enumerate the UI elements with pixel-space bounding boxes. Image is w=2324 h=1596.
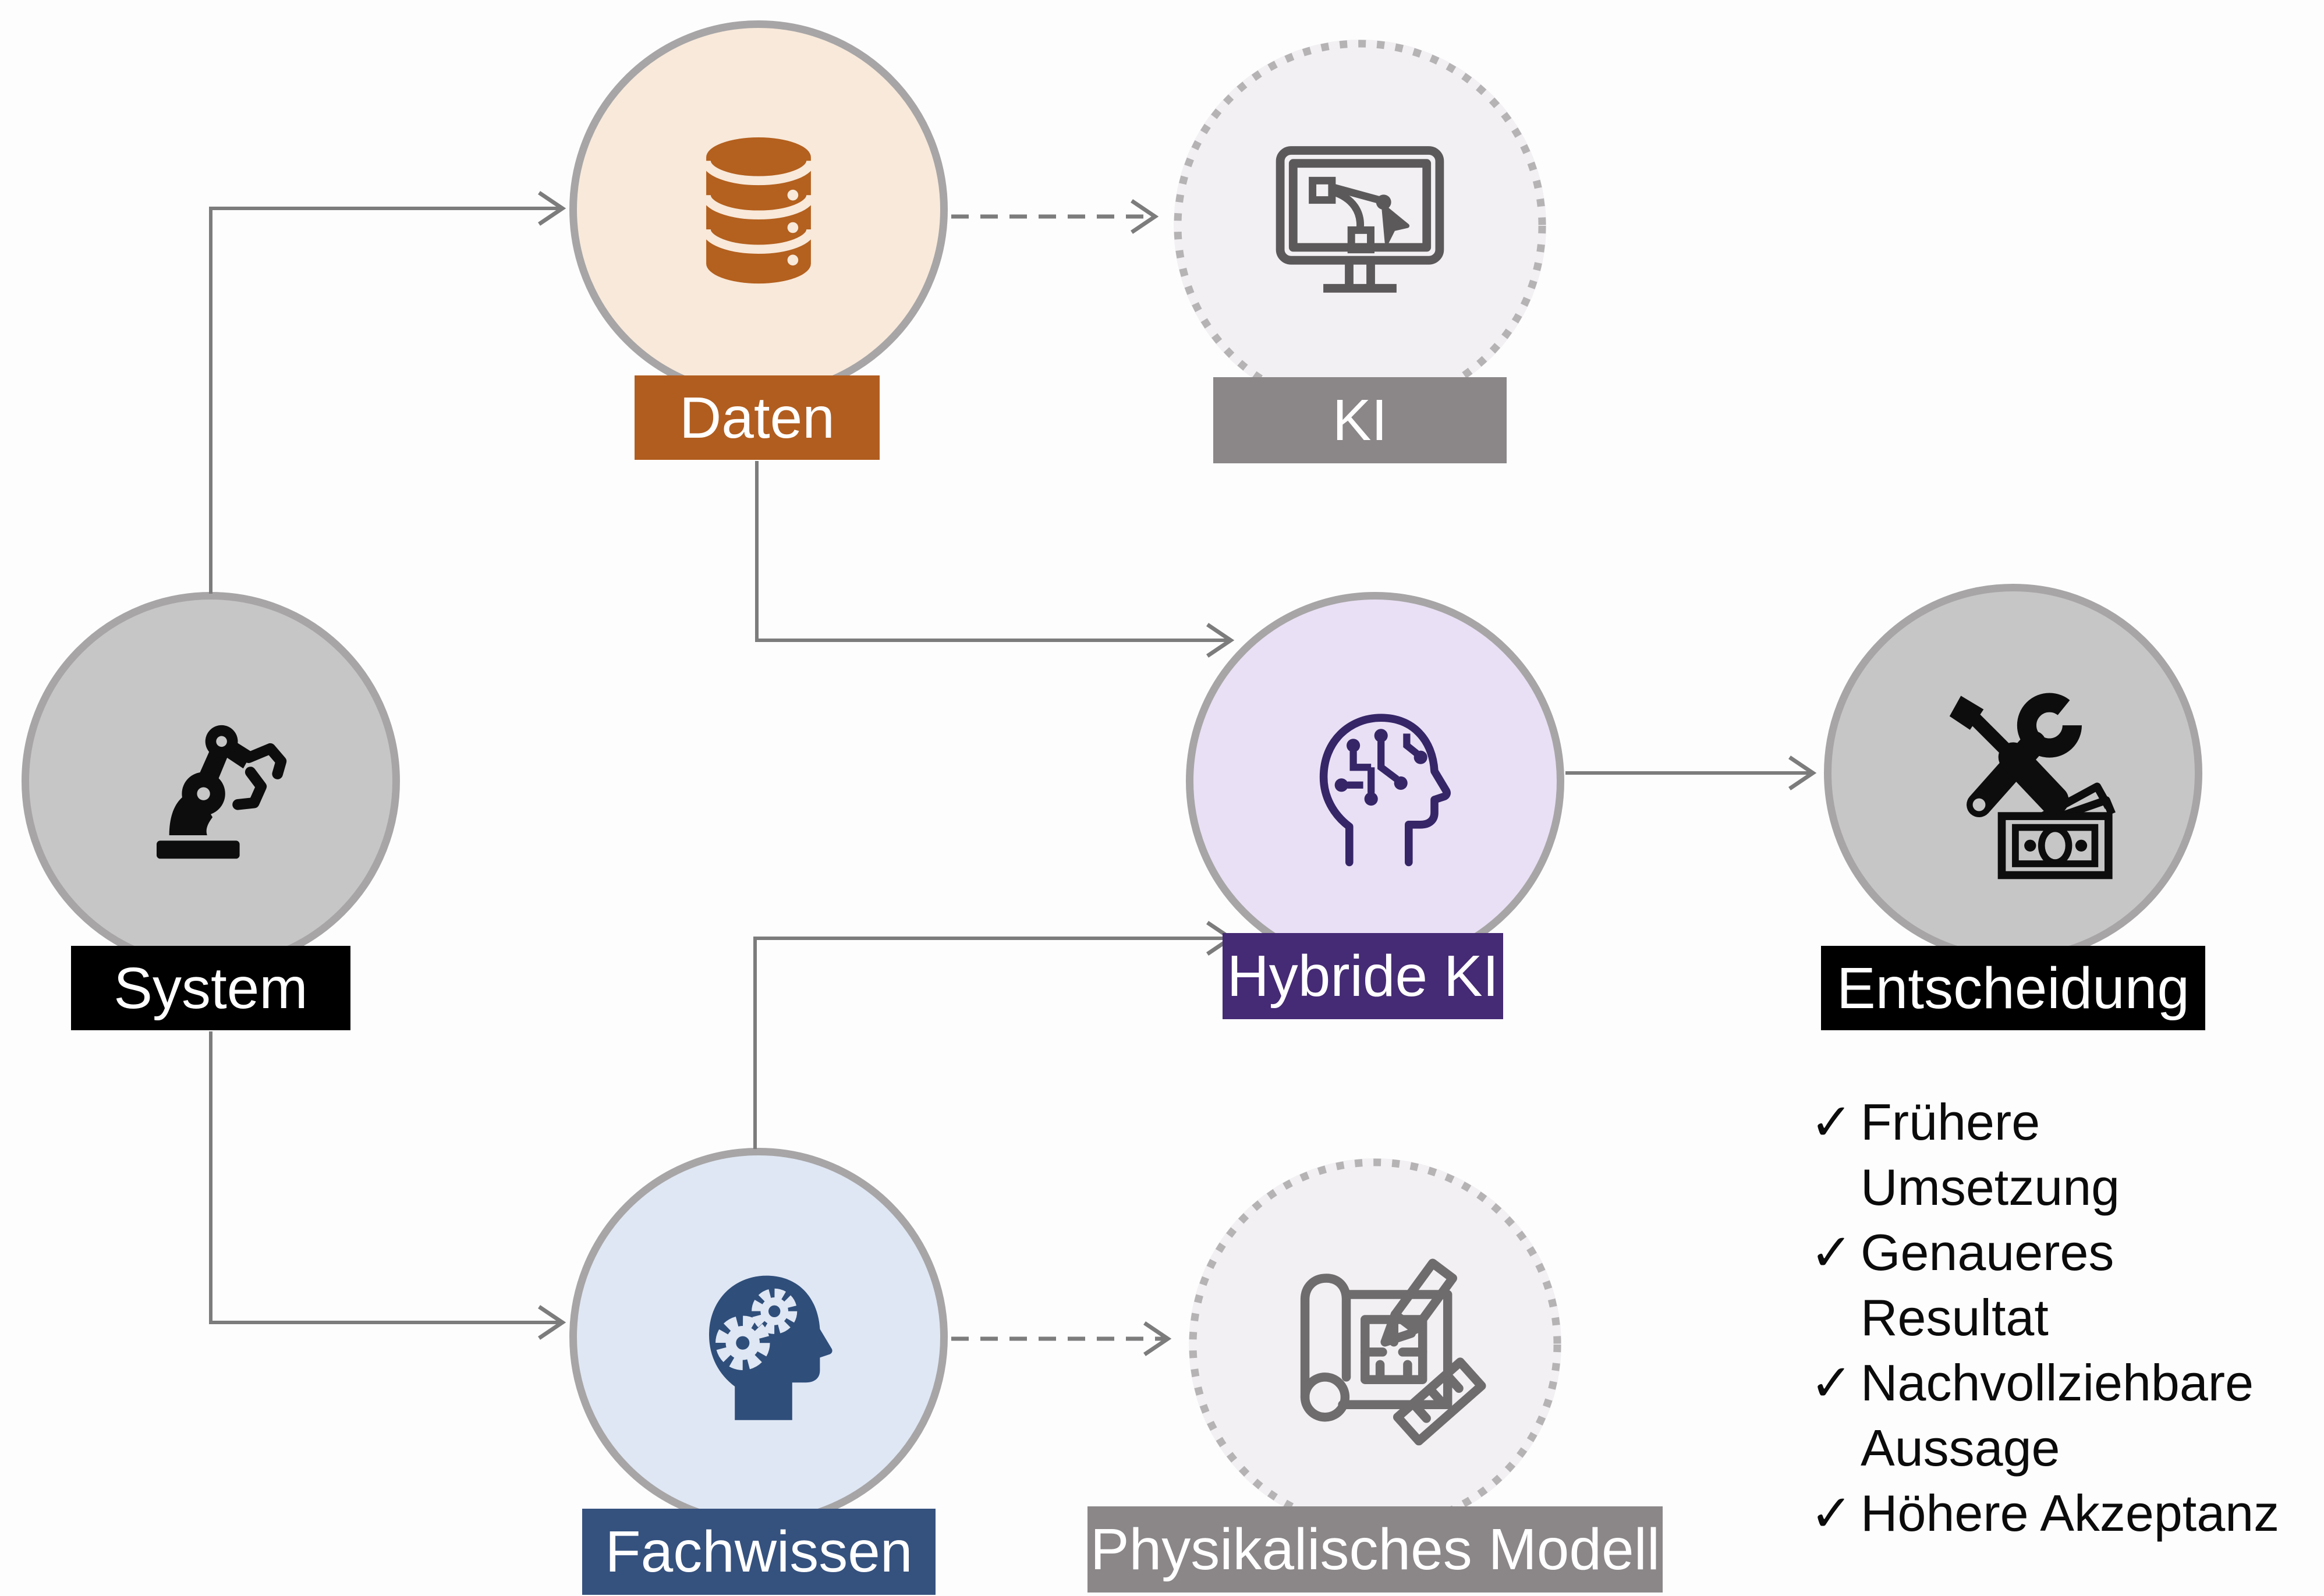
node-ki [1174,40,1546,412]
benefit-text: Frühere Umsetzung [1861,1093,2120,1216]
label-system: System [71,946,350,1030]
label-physikalisches-modell: Physikalisches Modell [1087,1506,1663,1593]
label-entscheidung: Entscheidung [1821,946,2205,1030]
head-circuit-icon [1319,714,1451,867]
checkmark-icon: ✓ [1810,1353,1853,1413]
arrow-system-to-daten [209,191,566,594]
benefits-list: ✓ Frühere Umsetzung ✓ Genaueres Resultat… [1796,1090,2297,1546]
head-gears-icon [709,1275,832,1420]
node-physikalisches-modell [1189,1158,1561,1531]
arrow-system-to-fachwissen [209,1031,566,1340]
list-item: ✓ Nachvollziehbare Aussage [1796,1350,2297,1481]
label-fachwissen: Fachwissen [582,1509,936,1595]
node-entscheidung [1824,584,2202,962]
database-icon [702,137,816,284]
checkmark-icon: ✓ [1810,1092,1853,1152]
node-daten [569,20,948,399]
benefit-text: Höhere Akzeptanz [1861,1484,2280,1542]
label-ki: KI [1213,377,1507,463]
list-item: ✓ Genaueres Resultat [1796,1220,2297,1350]
tools-money-icon [1949,689,2116,879]
blueprint-icon [1300,1258,1486,1446]
benefit-text: Nachvollziehbare Aussage [1861,1354,2254,1477]
benefit-text: Genaueres Resultat [1861,1223,2114,1346]
list-item: ✓ Höhere Akzeptanz [1796,1481,2297,1546]
arrow-daten-to-hybride-ki [755,461,1235,658]
monitor-vector-icon [1276,146,1444,293]
arrow-fachwissen-to-hybride-ki [753,921,1235,1149]
label-hybride-ki: Hybride KI [1223,933,1503,1019]
checkmark-icon: ✓ [1810,1483,1853,1543]
node-fachwissen [569,1148,948,1526]
list-item: ✓ Frühere Umsetzung [1796,1090,2297,1220]
robot-arm-icon [157,725,287,859]
node-hybride-ki [1186,592,1564,970]
label-daten: Daten [635,375,880,460]
checkmark-icon: ✓ [1810,1222,1853,1282]
node-system [22,592,400,970]
